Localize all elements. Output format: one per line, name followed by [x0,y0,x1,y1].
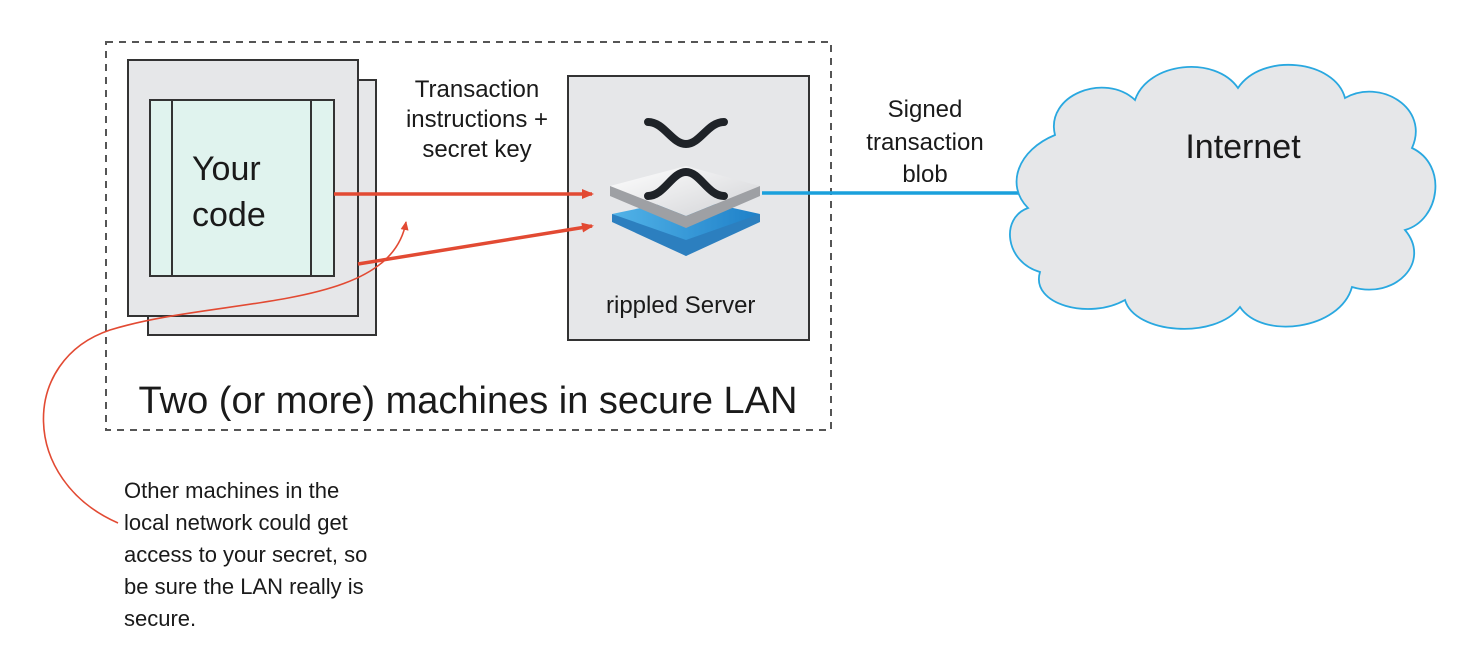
instructions-label-line1: Transaction [415,76,540,103]
warning-note: Other machines in the local network coul… [124,478,367,631]
machine-stack: Your code [127,59,377,336]
code-label-line1: Your [192,150,261,188]
note-line-1: Other machines in the [124,478,339,503]
code-panel [149,99,335,277]
note-line-3: access to your secret, so [124,542,367,567]
signed-label: Signed transaction blob [866,96,983,188]
note-line-5: secure. [124,606,196,631]
signed-label-line1: Signed [888,96,963,123]
lan-caption: Two (or more) machines in secure LAN [139,380,798,422]
note-line-2: local network could get [124,510,348,535]
lan-boundary [105,41,832,431]
network-arrow [357,222,594,266]
cloud-icon: Internet [1009,63,1437,330]
code-label-line2: code [192,196,266,234]
signed-label-line3: blob [902,161,947,188]
rippled-server: rippled Server [567,75,810,341]
xrp-logo-server-icon [610,118,760,256]
instructions-label-line2: instructions + [406,106,548,133]
instructions-label-line3: secret key [422,136,531,163]
note-line-4: be sure the LAN really is [124,574,364,599]
annotation-curve [42,221,409,524]
cloud-label: Internet [1185,128,1301,166]
instructions-label: Transaction instructions + secret key [406,76,548,163]
server-label: rippled Server [606,292,755,319]
signed-label-line2: transaction [866,129,983,156]
